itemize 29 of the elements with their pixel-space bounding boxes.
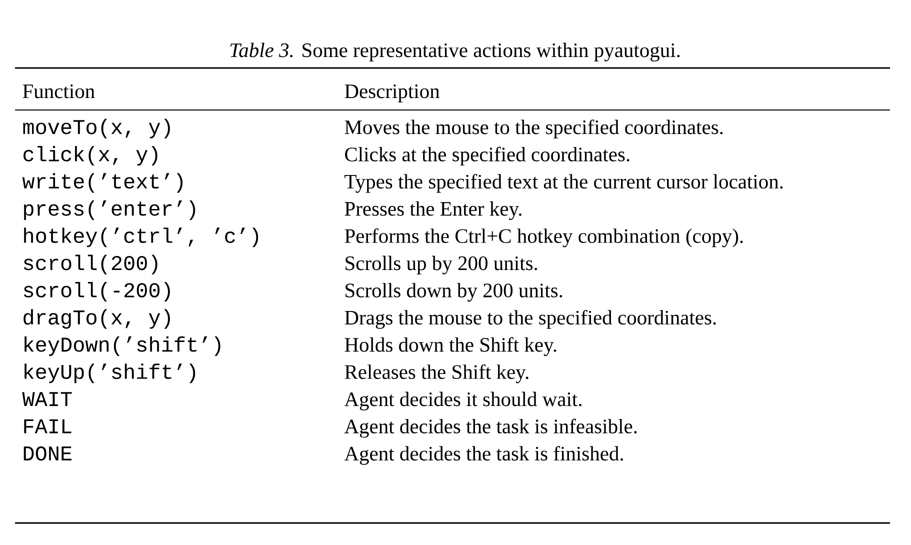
header-cell: Function bbox=[22, 84, 95, 98]
table-cell: Types the specified text at the current cursor location. bbox=[344, 174, 783, 193]
table-cell: scroll(-200) bbox=[24, 282, 170, 302]
table-cell: Performs the Ctrl+C hotkey combination (copy). bbox=[344, 228, 743, 248]
table-cell: Presses the Enter key. bbox=[344, 201, 522, 220]
table-cell: keyUp(’shift’) bbox=[24, 364, 196, 384]
table-cell: moveTo(x, y) bbox=[23, 118, 170, 138]
table-cell: scroll(200) bbox=[24, 254, 158, 274]
table-cell: Agent decides it should wait. bbox=[344, 392, 582, 410]
table-cell: Moves the mouse to the specified coordinates. bbox=[344, 120, 723, 138]
table-cell: click(x, y) bbox=[24, 146, 158, 166]
table-cell: Scrolls down by 200 units. bbox=[346, 282, 562, 302]
table-cell: Agent decides the task is finished. bbox=[344, 446, 623, 465]
table-title: Table 3. Some representative actions within pyautogui. bbox=[230, 42, 680, 62]
table-cell: Drags the mouse to the specified coordinates. bbox=[344, 310, 716, 329]
table-cell: FAIL bbox=[24, 419, 72, 434]
table-cell: keyDown(’shift’) bbox=[24, 336, 220, 356]
header-cell: Description bbox=[344, 84, 440, 102]
table-cell: hotkey(’ctrl’, ’c’) bbox=[24, 228, 258, 248]
table-cell: press(’enter’) bbox=[24, 200, 196, 220]
table-cell: Releases the Shift key. bbox=[344, 364, 528, 384]
table-cell: dragTo(x, y) bbox=[24, 309, 170, 329]
table-cell: DONE bbox=[24, 446, 72, 461]
table-cell: Holds down the Shift key. bbox=[344, 337, 556, 356]
table-cell: Scrolls up by 200 units. bbox=[346, 256, 538, 274]
table-cell: Clicks at the specified coordinates. bbox=[345, 146, 630, 166]
table-cell: WAIT bbox=[22, 392, 72, 406]
table-cell: write(’text’) bbox=[22, 173, 182, 193]
table-cell: Agent decides the task is infeasible. bbox=[344, 418, 637, 438]
